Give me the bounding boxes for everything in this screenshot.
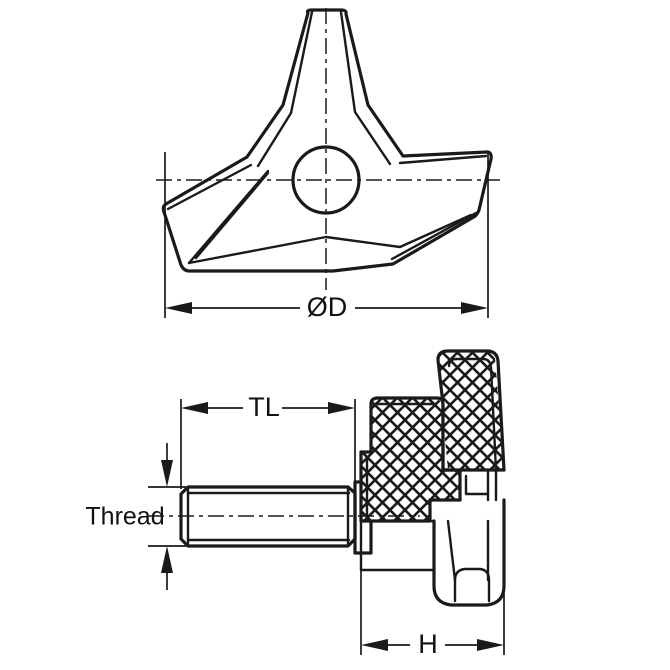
- tl-arrowhead-left: [181, 402, 208, 414]
- dimension-thread-length: TL: [180, 392, 356, 489]
- trilobe-facet-lines: [166, 10, 488, 265]
- h-arrowhead-right: [477, 639, 504, 651]
- trilobe-knob-outline: [161, 8, 493, 273]
- thread-arrowhead-top: [161, 460, 173, 487]
- od-arrowhead-left: [165, 302, 192, 314]
- dimension-label-knob-height: H: [418, 629, 438, 659]
- lower-lobe-outline: [432, 498, 506, 607]
- top-view-group: ØD: [156, 8, 500, 322]
- hub-right-wall-detail: [428, 468, 498, 502]
- section-view-group: TL Thread H: [85, 349, 506, 659]
- dimension-thread-size: Thread: [85, 443, 186, 590]
- dimension-label-thread-length: TL: [248, 392, 280, 422]
- tl-arrowhead-right: [328, 402, 355, 414]
- od-arrowhead-right: [461, 302, 488, 314]
- upper-lobe-section: [436, 349, 506, 472]
- thread-arrowhead-bottom: [161, 546, 173, 573]
- knob-back-face: [359, 519, 436, 572]
- dimension-knob-height: H: [360, 570, 505, 659]
- h-arrowhead-left: [361, 639, 388, 651]
- dimension-label-thread-size: Thread: [85, 503, 164, 531]
- center-bore-circle: [291, 145, 361, 215]
- dimension-label-outer-diameter: ØD: [307, 292, 348, 322]
